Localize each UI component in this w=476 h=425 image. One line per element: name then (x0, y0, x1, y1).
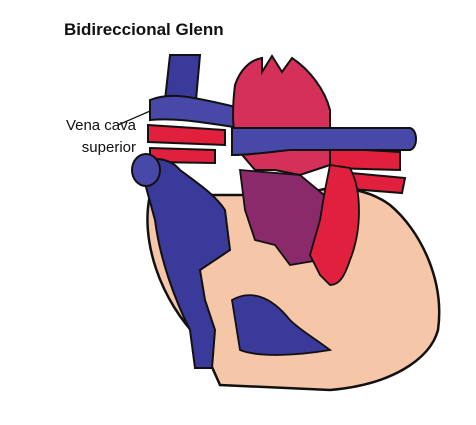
right-atrium (138, 158, 232, 369)
pulmonary-artery (231, 127, 417, 157)
diagram-title: Bidireccional Glenn (64, 20, 224, 39)
svc-stump (131, 153, 161, 187)
pulmonary-vein-left (147, 123, 226, 147)
aorta (232, 54, 331, 177)
superior-vena-cava (163, 54, 202, 101)
svc-label-line2: superior (81, 139, 136, 156)
svc-label: Vena cava superior (20, 115, 136, 159)
central-chamber (238, 169, 331, 266)
right-ventricle (231, 294, 333, 356)
svc-label-line1: Vena cava (65, 117, 136, 134)
glenn-connection (149, 94, 241, 130)
left-ventricle (309, 163, 360, 286)
